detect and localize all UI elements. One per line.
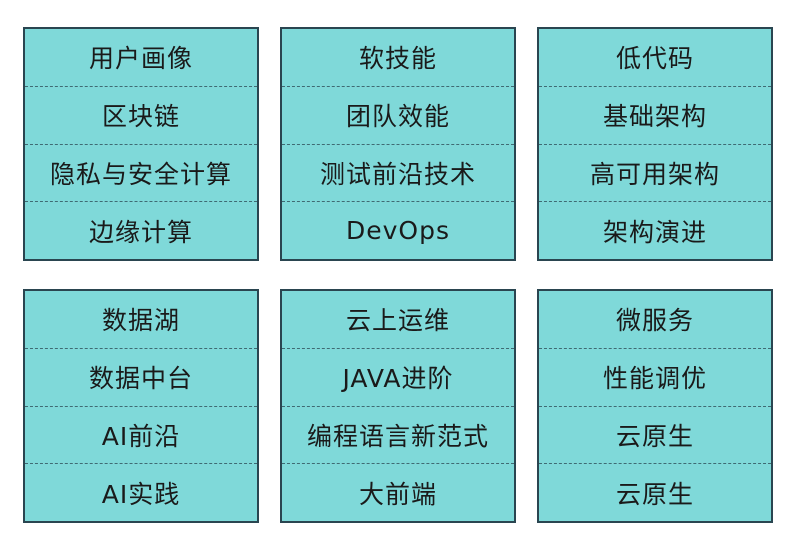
- topic-group-5: 云上运维 JAVA进阶 编程语言新范式 大前端: [280, 289, 516, 523]
- topic-item: 微服务: [615, 306, 694, 336]
- topic-item: 区块链: [25, 85, 257, 144]
- topic-item: 数据中台: [25, 347, 257, 406]
- topic-group-2: 软技能 团队效能 测试前沿技术 DevOps: [280, 27, 516, 261]
- topic-item: 云原生: [539, 405, 771, 464]
- topic-item: 数据湖: [101, 306, 180, 336]
- topic-item: AI实践: [25, 463, 257, 521]
- topic-item: 编程语言新范式: [282, 405, 514, 464]
- topic-item: 云原生: [539, 463, 771, 521]
- topic-item: DevOps: [282, 201, 514, 259]
- topic-group-6: 微服务 性能调优 云原生 云原生: [537, 289, 773, 523]
- topic-item: JAVA进阶: [282, 347, 514, 406]
- topic-group-4: 数据湖 数据中台 AI前沿 AI实践: [23, 289, 259, 523]
- topic-group-3: 低代码 基础架构 高可用架构 架构演进: [537, 27, 773, 261]
- topic-item: 低代码: [615, 44, 694, 74]
- topic-item: 性能调优: [539, 347, 771, 406]
- topic-item: 高可用架构: [539, 143, 771, 202]
- topic-item: 架构演进: [539, 201, 771, 259]
- topic-item: 云上运维: [345, 306, 450, 336]
- topic-item: 隐私与安全计算: [25, 143, 257, 202]
- topic-item: 团队效能: [282, 85, 514, 144]
- topic-item: 测试前沿技术: [282, 143, 514, 202]
- topic-item: 基础架构: [539, 85, 771, 144]
- topic-item: 用户画像: [88, 44, 193, 74]
- topic-item: 边缘计算: [25, 201, 257, 259]
- topic-item: 大前端: [282, 463, 514, 521]
- topic-group-1: 用户画像 区块链 隐私与安全计算 边缘计算: [23, 27, 259, 261]
- topic-item: 软技能: [358, 44, 437, 74]
- topic-item: AI前沿: [25, 405, 257, 464]
